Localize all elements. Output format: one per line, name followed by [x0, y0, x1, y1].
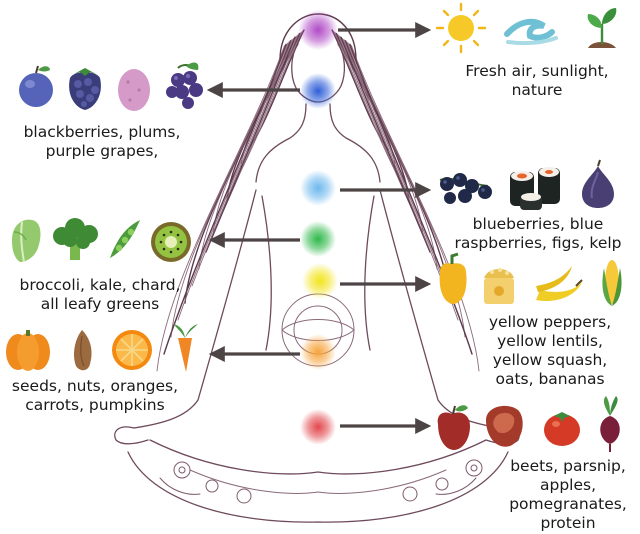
corn-icon — [602, 260, 622, 306]
blueberries-icon — [439, 173, 492, 204]
heart-label: broccoli, kale, chard, all leafy greens — [19, 276, 181, 313]
grapes-icon — [166, 62, 203, 109]
crown-label: Fresh air, sunlight, nature — [465, 62, 609, 99]
beet-icon — [600, 396, 620, 452]
potato-icon — [118, 69, 150, 111]
third-eye-label: blackberries, plums, purple grapes, — [23, 123, 181, 160]
hair-strand — [351, 45, 480, 372]
lettuce-icon — [12, 219, 41, 263]
sacral-label: seeds, nuts, oranges, carrots, pumpkins — [11, 377, 179, 414]
sprout-icon — [587, 8, 617, 48]
heart-chakra — [300, 221, 336, 257]
root-label: beets, parsnip, apples, pomegranates, pr… — [509, 457, 627, 532]
chakra-points — [298, 10, 338, 445]
crown-chakra — [298, 10, 338, 50]
hair-lines — [156, 13, 480, 372]
apple-icon — [437, 405, 470, 450]
hair-strand — [205, 36, 296, 253]
throat-chakra — [300, 170, 336, 206]
hair-strand — [191, 39, 293, 287]
steak-icon — [486, 405, 523, 447]
sacral-chakra — [300, 334, 336, 370]
hair-strand — [349, 43, 473, 355]
sun-icon — [435, 2, 487, 54]
broccoli-icon — [53, 218, 98, 260]
yellow-pepper-icon — [439, 252, 467, 304]
hair-strand — [343, 39, 445, 287]
throat-label: blueberries, blue raspberries, figs, kel… — [454, 215, 622, 252]
root-chakra — [300, 409, 336, 445]
sushi-icon — [510, 167, 560, 210]
solar-plexus-label: yellow peppers, yellow lentils, yellow s… — [488, 313, 612, 388]
solar-plexus-chakra — [302, 263, 338, 299]
pumpkin-icon — [6, 330, 50, 371]
orange-slice-icon — [112, 330, 152, 370]
third-eye-chakra — [300, 73, 336, 109]
lentils-jar-icon — [484, 268, 514, 304]
peapod-icon — [110, 220, 140, 258]
hair-strand — [340, 36, 431, 253]
connector-arrows — [206, 22, 432, 434]
hair-strand — [177, 41, 290, 321]
fig-icon — [582, 159, 614, 208]
bananas-icon — [536, 266, 583, 302]
plum-icon — [19, 65, 53, 107]
blackberry-icon — [69, 68, 101, 110]
hair-strand — [156, 45, 285, 372]
kiwi-icon — [151, 222, 191, 262]
hair-strand — [163, 43, 287, 355]
almond-icon — [74, 330, 92, 371]
carrot-icon — [174, 324, 198, 372]
tomato-icon — [544, 412, 580, 446]
wave-icon — [504, 18, 558, 46]
